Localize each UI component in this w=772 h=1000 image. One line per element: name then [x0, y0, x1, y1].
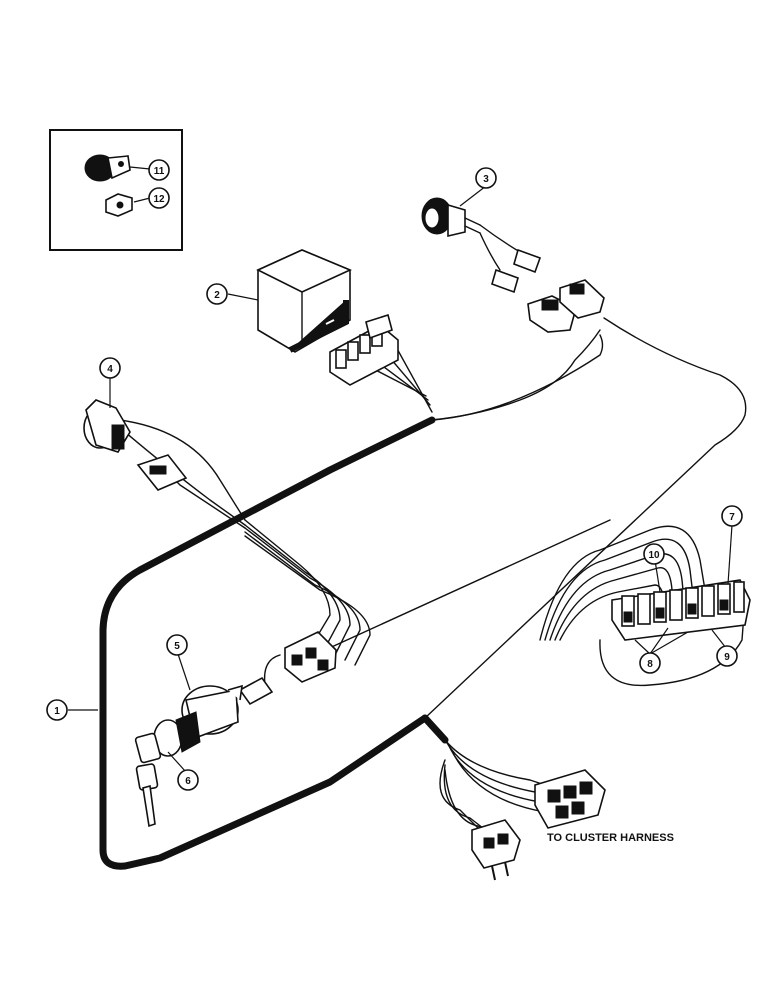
callout-8: 8 [639, 652, 661, 674]
cluster-connector-large [534, 769, 606, 829]
callout-4: 4 [99, 357, 121, 379]
part-12-nut [105, 193, 133, 217]
sender-unit [421, 197, 542, 294]
callout-9: 9 [716, 645, 738, 667]
ignition-small-plug [238, 654, 281, 706]
svg-text:12: 12 [153, 194, 165, 205]
ignition-connector [284, 631, 337, 683]
callout-6: 6 [177, 769, 199, 791]
callout-7: 7 [721, 505, 743, 527]
ignition-keys [134, 732, 162, 828]
callout-10: 10 [643, 543, 665, 565]
relay-module [256, 249, 352, 353]
callout-1: 1 [46, 699, 68, 721]
cluster-harness-branch [421, 714, 551, 836]
sender-connectors [527, 279, 605, 333]
callout-leaders [68, 185, 733, 773]
svg-text:4: 4 [107, 364, 113, 375]
fuse-block [611, 579, 751, 641]
fuses [621, 581, 745, 627]
switch-4 [83, 399, 246, 529]
svg-text:6: 6 [185, 776, 191, 787]
callout-2: 2 [206, 283, 228, 305]
ignition-wire-bundle [244, 519, 611, 666]
svg-text:2: 2 [214, 290, 220, 301]
svg-text:9: 9 [724, 652, 730, 663]
part-11-clip [84, 154, 131, 182]
svg-text:7: 7 [729, 512, 735, 523]
cluster-harness-label: TO CLUSTER HARNESS [547, 832, 674, 844]
harness-outer-loop [424, 317, 747, 719]
callout-3: 3 [475, 167, 497, 189]
relay-connector [329, 313, 399, 386]
main-harness-trunk [99, 416, 436, 870]
svg-text:8: 8 [647, 659, 653, 670]
callout-5: 5 [166, 634, 188, 656]
svg-text:3: 3 [483, 174, 489, 185]
callout-12: 12 [148, 187, 170, 209]
svg-text:5: 5 [174, 641, 180, 652]
svg-text:11: 11 [154, 166, 165, 177]
callout-11: 11 [148, 159, 170, 181]
svg-text:1: 1 [54, 706, 60, 717]
svg-text:10: 10 [648, 550, 660, 561]
ignition-switch [153, 684, 243, 757]
cluster-connector-small [471, 819, 521, 881]
